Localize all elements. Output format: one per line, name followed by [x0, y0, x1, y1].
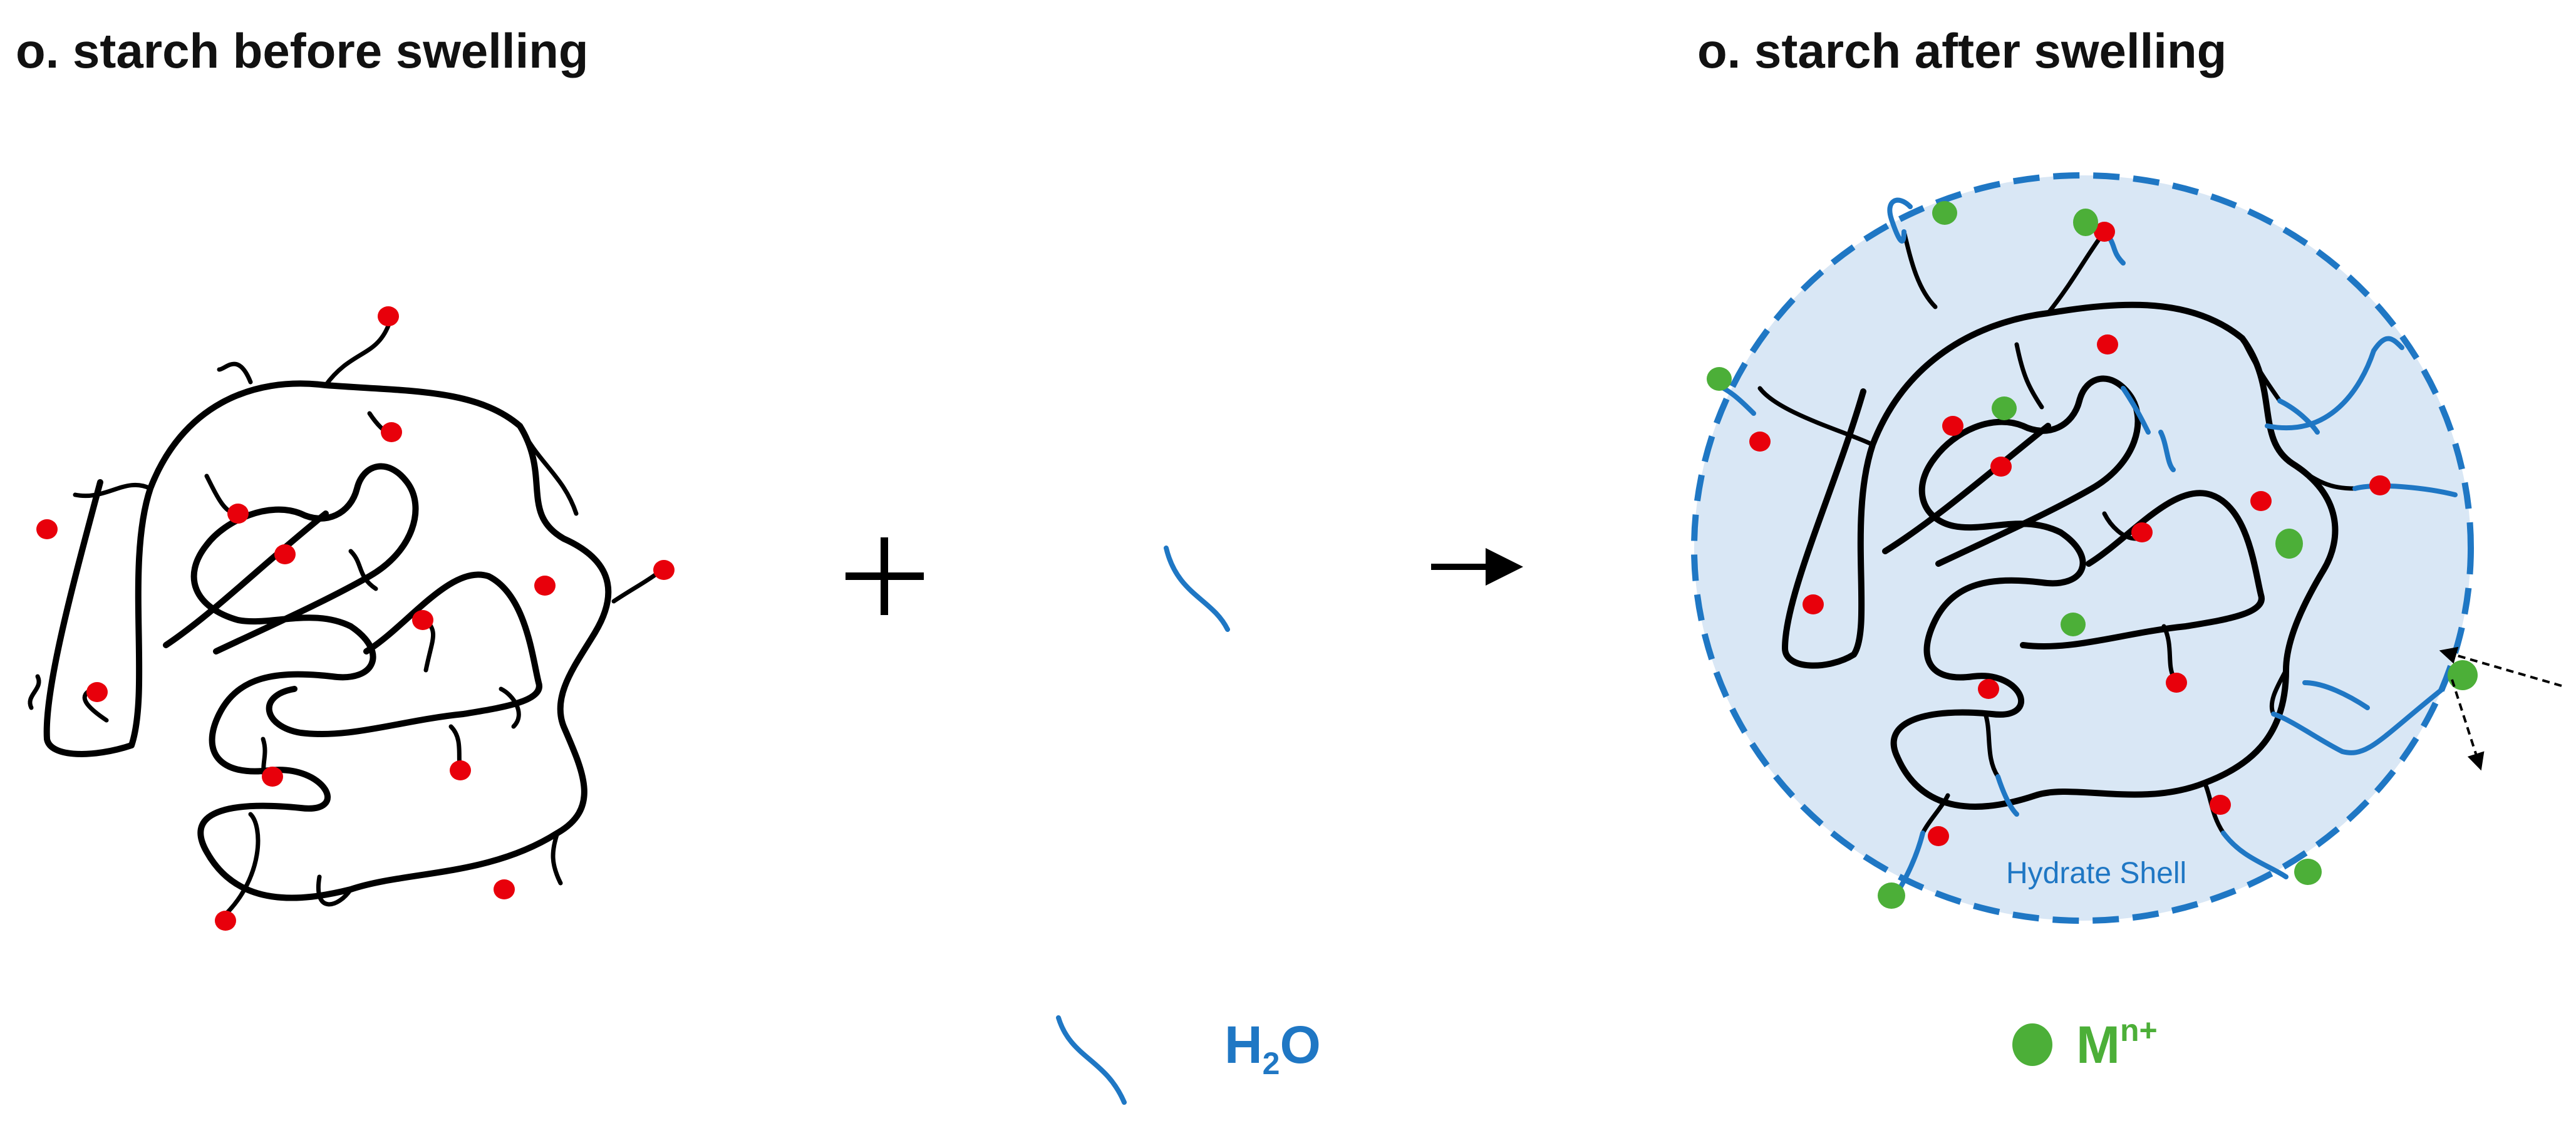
- legend: H2O Mn+: [1056, 1013, 2158, 1105]
- starch-before-network: [28, 306, 675, 931]
- before-swelling-title: o. starch before swelling: [16, 23, 589, 78]
- water-molecule-icon: [1164, 546, 1230, 632]
- charged-group-icon: [1749, 222, 2391, 846]
- legend-water-label: H2O: [1224, 1015, 1321, 1081]
- polymer-backbone-swollen: [1782, 301, 2339, 810]
- charged-group-icon: [36, 306, 675, 931]
- legend-ion-icon: [2012, 1023, 2052, 1066]
- polymer-branch-swollen: [1882, 423, 2051, 554]
- polymer-branch: [163, 510, 329, 648]
- starch-after-network: Hydrate Shell: [1691, 172, 2562, 924]
- legend-water-icon: [1056, 1015, 1127, 1105]
- legend-ion-label: Mn+: [2076, 1013, 2158, 1074]
- metal-ion-icon: [1707, 201, 2478, 909]
- polymer-inner-loop-swollen: [2020, 490, 2265, 649]
- hydrate-shell: [1691, 172, 2474, 924]
- plus-operator: [846, 537, 924, 615]
- ion-exchange-arrows: [2439, 646, 2562, 771]
- polymer-inner-loop: [266, 571, 542, 737]
- hydrate-shell-label: Hydrate Shell: [2006, 857, 2186, 890]
- after-swelling-title: o. starch after swelling: [1697, 23, 2227, 78]
- polymer-backbone: [43, 380, 612, 901]
